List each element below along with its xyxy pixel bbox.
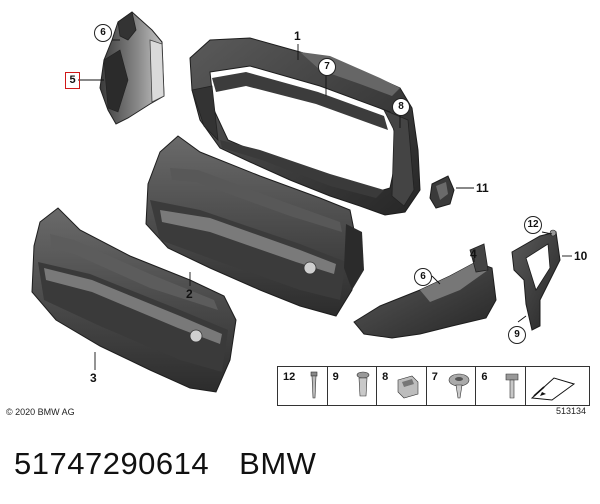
part-11-cover [429, 175, 455, 209]
callout-8: 8 [392, 98, 410, 116]
bolt-icon [505, 373, 519, 399]
callout-1: 1 [294, 29, 301, 43]
callout-5-highlighted: 5 [65, 72, 80, 89]
part-3-air-guide-lower [31, 207, 237, 393]
callout-10: 10 [574, 249, 588, 263]
part-2-air-guide-middle [145, 135, 364, 317]
legend-number-6: 6 [481, 371, 488, 383]
legend-cell-8: 8 [377, 367, 427, 405]
parts-illustration [31, 11, 572, 393]
expanding-rivet-icon [310, 371, 317, 399]
callout-4: 4 [470, 247, 477, 261]
fastener-legend: 12 9 8 7 6 [277, 366, 590, 406]
part-number: 51747290614 [14, 446, 210, 481]
part-10-bracket [511, 229, 561, 331]
brand-name: BMW [239, 446, 317, 481]
shim-wedge-icon [530, 377, 576, 401]
callout-6-upper: 6 [94, 24, 112, 42]
legend-cell-6: 6 [476, 367, 526, 405]
diagram-number: 513134 [556, 406, 587, 416]
part-1-front-carrier [189, 37, 421, 216]
clip-nut-icon [397, 375, 419, 399]
copyright-notice: © 2020 BMW AG [6, 407, 75, 417]
callout-11: 11 [476, 181, 489, 195]
legend-number-8: 8 [382, 371, 389, 383]
callout-6-lower: 6 [414, 268, 432, 286]
legend-cell-9: 9 [328, 367, 378, 405]
callout-7: 7 [318, 58, 336, 76]
legend-cell-12: 12 [278, 367, 328, 405]
legend-number-7: 7 [431, 371, 438, 383]
callout-9: 9 [508, 326, 526, 344]
part-caption: 51747290614 BMW [14, 446, 316, 482]
callout-3: 3 [90, 371, 97, 385]
plastic-rivet-icon [356, 371, 370, 397]
legend-cell-7: 7 [427, 367, 477, 405]
callout-12: 12 [524, 216, 542, 234]
callout-2: 2 [186, 287, 193, 301]
part-4-side-air-duct [353, 243, 497, 339]
screw-icon [449, 373, 470, 399]
legend-cell-shim [526, 367, 589, 405]
legend-number-12: 12 [283, 371, 296, 383]
leader-lines [78, 39, 572, 370]
parts-diagram: 1 7 8 11 6 5 2 3 4 6 12 10 9 [31, 11, 588, 393]
legend-number-9: 9 [332, 371, 339, 383]
